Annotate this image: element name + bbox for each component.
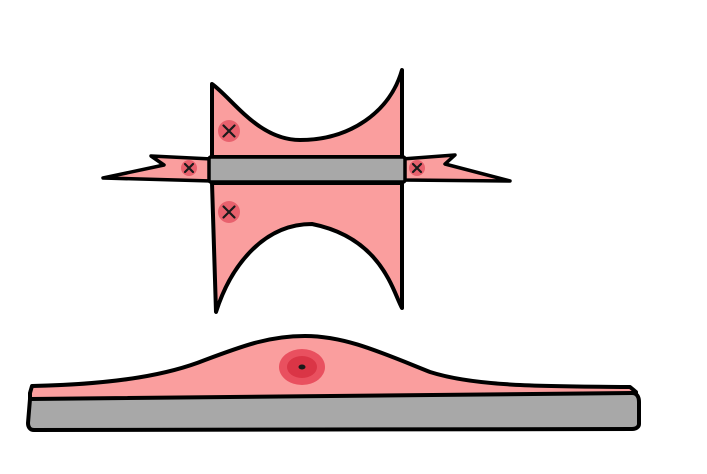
adhesion-marker-right-tail [409,160,425,176]
adhesion-marker-lower [218,201,240,223]
suspended-fiber [207,155,407,184]
adhesion-marker-upper [218,120,240,142]
flat-substrate [26,391,641,432]
spread-cell-body [28,334,638,401]
nucleus [279,349,325,385]
lower-cell-body [210,181,404,314]
fiber-cell-panel [101,68,512,314]
nucleus-center-dot [298,364,306,370]
upper-cell-body [210,68,404,159]
adhesion-marker-left-tail [181,160,197,176]
flat-substrate-panel [26,334,641,432]
